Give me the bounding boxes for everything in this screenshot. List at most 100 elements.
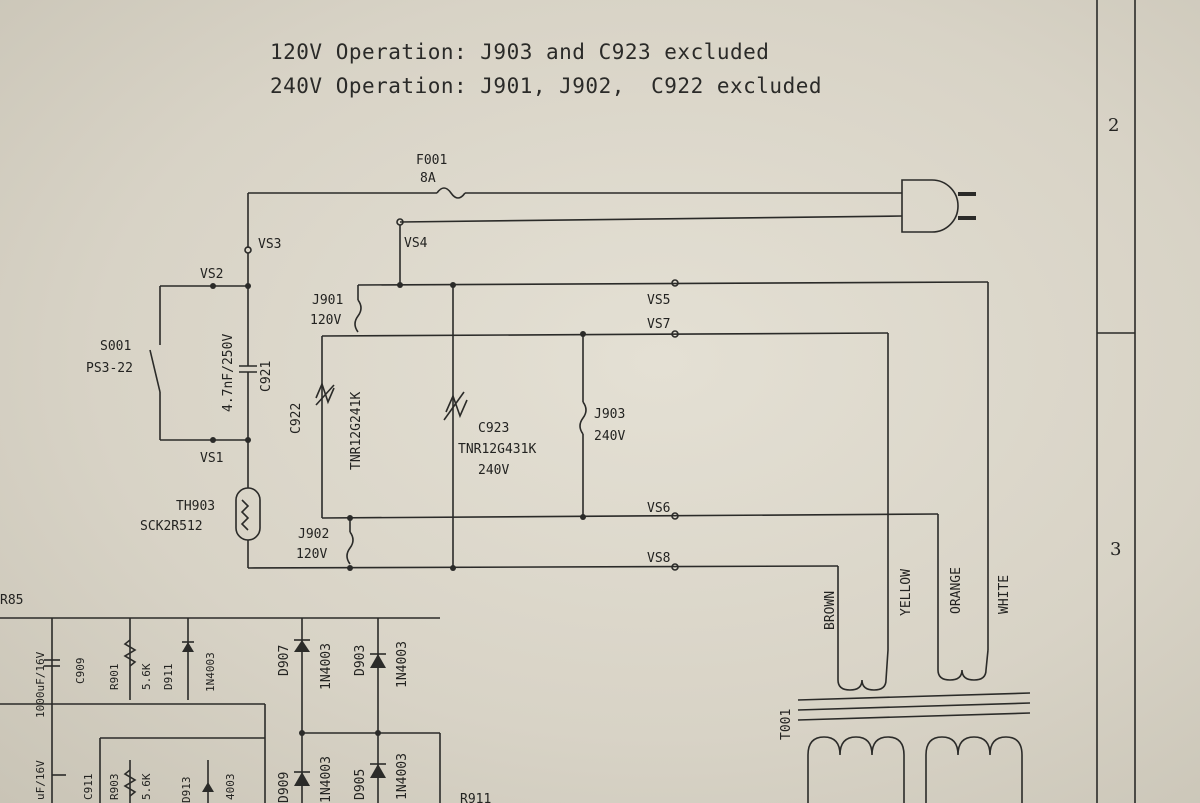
junction-dot [299, 730, 305, 736]
fuse-f001-symbol [436, 187, 466, 199]
d905-label: D905 [353, 769, 368, 800]
r911-label: R911 [460, 792, 491, 803]
c921-value: 4.7nF/250V [221, 334, 236, 412]
jumper-j903-symbol [579, 401, 587, 435]
r901-value: 5.6K [140, 663, 153, 690]
resistor-r901-symbol [123, 639, 137, 667]
f001-rating: 8A [420, 171, 436, 186]
wire-neutral [399, 215, 903, 223]
wire-label-yellow: YELLOW [899, 569, 914, 616]
vs8-label: VS8 [647, 551, 670, 566]
vs7-terminal [671, 330, 679, 338]
vs3-label: VS3 [258, 237, 281, 252]
c921-label: C921 [259, 361, 274, 392]
r85-label: R85 [0, 593, 23, 608]
transformer-core-2 [797, 702, 1031, 711]
vs6-label: VS6 [647, 501, 670, 516]
transformer-secondary-left [807, 736, 905, 803]
varistor-c922-slash [315, 384, 335, 406]
s001-part: PS3-22 [86, 361, 133, 376]
d907-label: D907 [277, 645, 292, 676]
d903-label: D903 [353, 645, 368, 676]
vs6-terminal [671, 512, 679, 520]
vs8-terminal [671, 563, 679, 571]
vs4-label: VS4 [404, 236, 428, 251]
d911-part: 1N4003 [204, 652, 217, 692]
junction-dot [450, 565, 456, 571]
j902-voltage: 120V [296, 547, 327, 562]
diode-d911-icon [182, 642, 194, 652]
c923-voltage: 240V [478, 463, 509, 478]
c911-value: uF/16V [34, 760, 47, 800]
zone-3-label: 3 [1110, 539, 1121, 560]
d911-label: D911 [162, 664, 175, 691]
wire-vs6 [321, 513, 939, 519]
vs2-node [210, 283, 216, 289]
operation-note-240v: 240V Operation: J901, J902, C922 exclude… [270, 74, 823, 98]
jumper-j901-symbol [354, 299, 362, 333]
vs1-label: VS1 [200, 451, 223, 466]
transformer-core-3 [797, 712, 1031, 721]
f001-label: F001 [416, 153, 447, 168]
mains-plug-icon [901, 179, 976, 233]
jumper-j902-symbol [346, 531, 354, 565]
varistor-c923-slash [443, 391, 465, 421]
diode-d905-icon [370, 764, 386, 778]
t001-label: T001 [779, 709, 794, 740]
resistor-r903-symbol [123, 769, 137, 797]
c911-label: C911 [82, 774, 95, 801]
j902-label: J902 [298, 527, 329, 542]
diode-d903-icon [370, 654, 386, 668]
vs7-label: VS7 [647, 317, 670, 332]
d909-label: D909 [277, 772, 292, 803]
junction-dot [375, 730, 381, 736]
j901-voltage: 120V [310, 313, 341, 328]
transformer-core-1 [797, 692, 1031, 701]
d909-part: 1N4003 [319, 756, 334, 803]
wire-label-orange: ORANGE [949, 567, 964, 614]
diode-d913-icon [202, 782, 214, 792]
diode-d907-icon [294, 640, 310, 652]
zone-2-label: 2 [1108, 115, 1119, 136]
d913-label: D913 [180, 777, 193, 803]
th903-part: SCK2R512 [140, 519, 203, 534]
c909-value: 1000uF/16V [34, 651, 47, 718]
j903-label: J903 [594, 407, 625, 422]
d905-part: 1N4003 [395, 753, 410, 800]
wire-vs7 [321, 332, 889, 337]
th903-label: TH903 [176, 499, 215, 514]
vs5-label: VS5 [647, 293, 670, 308]
transformer-primary-right [937, 649, 989, 681]
c922-label: C922 [289, 403, 304, 434]
s001-label: S001 [100, 339, 131, 354]
d913-part: 4003 [224, 774, 237, 801]
r903-label: R903 [108, 774, 121, 801]
j903-voltage: 240V [594, 429, 625, 444]
d907-part: 1N4003 [319, 643, 334, 690]
varistor-c922-symbol [315, 381, 335, 405]
d903-part: 1N4003 [395, 641, 410, 688]
r903-value: 5.6K [140, 773, 153, 800]
switch-s001-symbol [149, 349, 161, 393]
vs1-node [210, 437, 216, 443]
wire-label-white: WHITE [997, 575, 1012, 614]
wire-vs8 [247, 565, 839, 569]
junction-dot [347, 565, 353, 571]
wire-vs5 [357, 281, 989, 286]
junction-dot [245, 283, 251, 289]
vs5-terminal [671, 279, 679, 287]
transformer-secondary-right [925, 736, 1023, 803]
operation-note-120v: 120V Operation: J903 and C923 excluded [270, 40, 770, 64]
c922-part: TNR12G241K [349, 392, 364, 470]
vs2-label: VS2 [200, 267, 223, 282]
wire-label-brown: BROWN [823, 591, 838, 630]
thermistor-zigzag [240, 499, 250, 531]
thermistor-th903-symbol [235, 487, 261, 541]
junction-dot [397, 282, 403, 288]
varistor-c923-symbol [445, 393, 468, 419]
diode-d909-icon [294, 772, 310, 786]
transformer-primary-left [837, 649, 889, 691]
c923-part: TNR12G431K [458, 442, 536, 457]
